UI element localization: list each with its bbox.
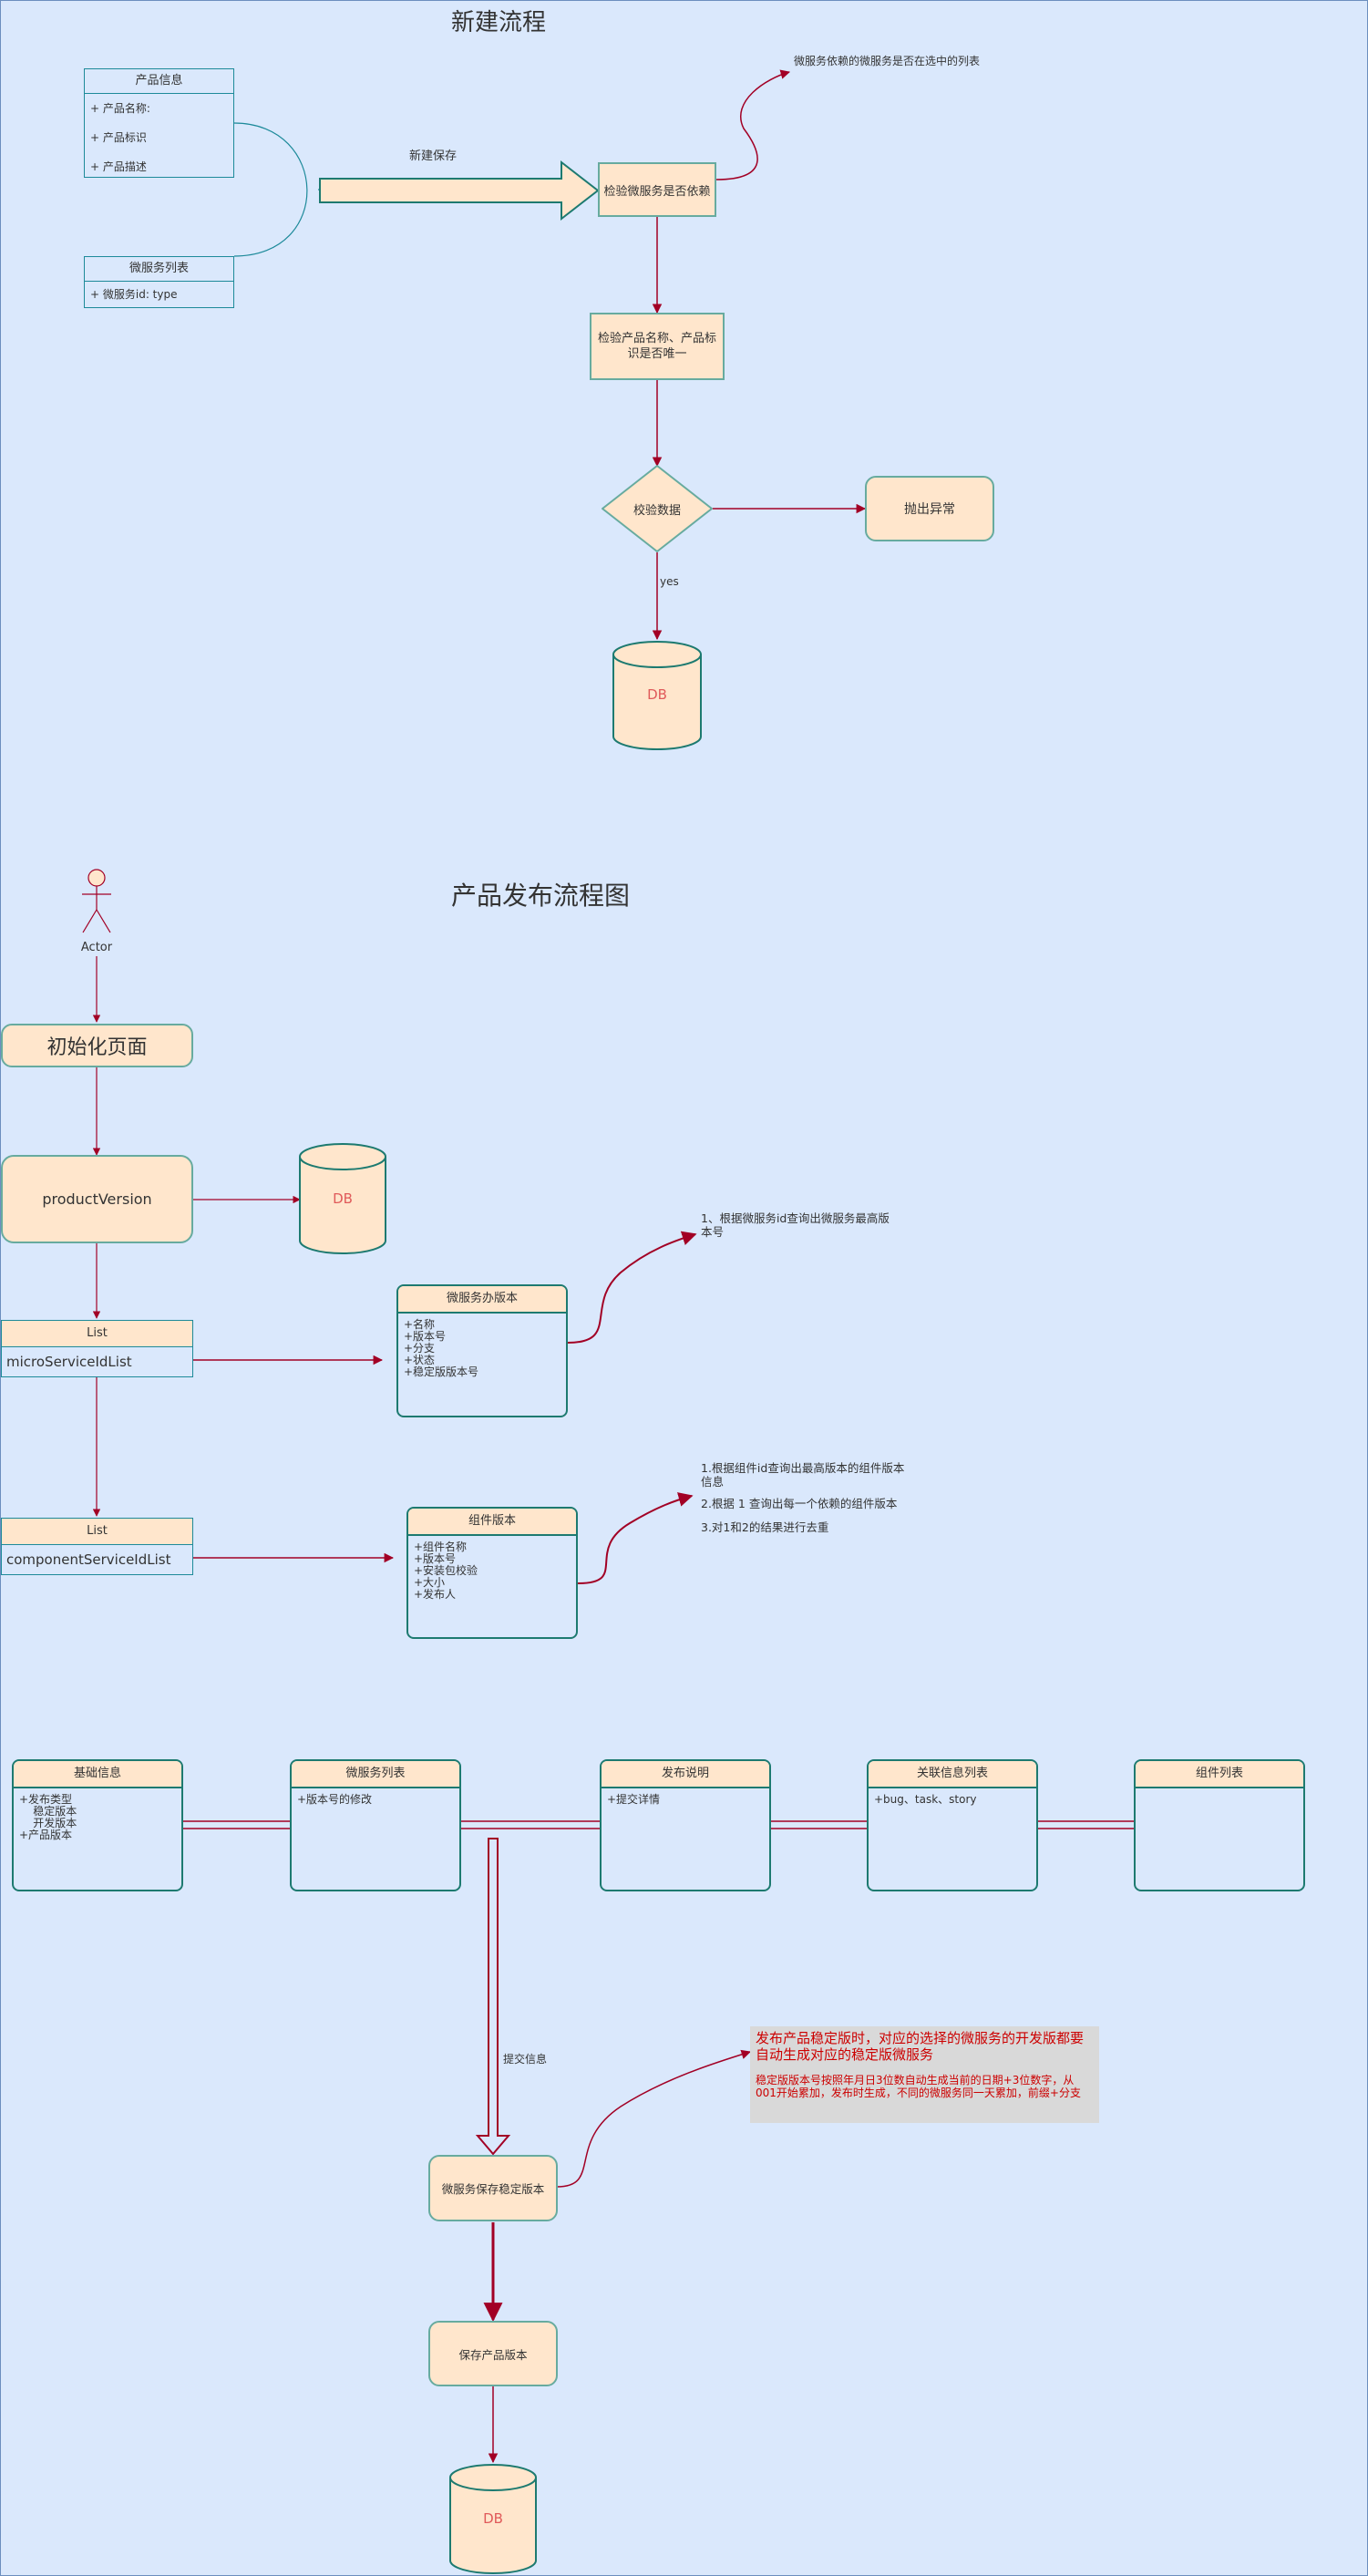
tab-body: +版本号的修改 <box>297 1793 373 1806</box>
ms-version-card: 微服务办版本 +名称 +版本号 +分支 +状态 +稳定版版本号 <box>396 1284 568 1417</box>
stable-release-callout: 发布产品稳定版时，对应的选择的微服务的开发版都要自动生成对应的稳定版微服务 稳定… <box>750 2026 1099 2123</box>
microservice-list-header: 微服务列表 <box>85 257 233 282</box>
brace-connector <box>233 122 320 257</box>
ms-id-list: List microServiceIdList <box>1 1320 193 1377</box>
submit-label: 提交信息 <box>503 2053 548 2066</box>
product-info-header: 产品信息 <box>85 69 233 94</box>
ms-note-arrow <box>567 1231 697 1344</box>
product-version-node: productVersion <box>1 1155 193 1243</box>
product-info-class: 产品信息 + 产品名称: + 产品标识 + 产品描述 <box>84 68 234 178</box>
ms-id-list-field: microServiceIdList <box>6 1354 132 1370</box>
tab-body: +bug、task、story <box>874 1793 977 1806</box>
microservice-list-field: + 微服务id: type <box>90 288 178 301</box>
tab-links <box>182 1820 1134 1829</box>
database-cylinder-version <box>299 1143 386 1254</box>
publish-flow-title: 产品发布流程图 <box>451 881 631 911</box>
tab-basic-info: 基础信息 +发布类型 稳定版本 开发版本 +产品版本 <box>12 1759 183 1891</box>
throw-error-node: 抛出异常 <box>865 476 994 541</box>
comp-id-list-header: List <box>2 1519 192 1545</box>
actor-label: Actor <box>80 941 113 954</box>
tab-body: +发布类型 稳定版本 开发版本 +产品版本 <box>19 1793 77 1841</box>
db-label: DB <box>647 686 667 703</box>
ms-version-note: 1、根据微服务id查询出微服务最高版本号 <box>701 1211 890 1239</box>
microservice-list-class: 微服务列表 + 微服务id: type <box>84 256 234 308</box>
callout-title: 发布产品稳定版时，对应的选择的微服务的开发版都要自动生成对应的稳定版微服务 <box>756 2030 1085 2063</box>
create-flow-title: 新建流程 <box>451 9 547 36</box>
check-dependency-node: 检验微服务是否依赖 <box>598 162 716 217</box>
tab-header: 关联信息列表 <box>869 1761 1036 1788</box>
tab-header: 发布说明 <box>602 1761 769 1788</box>
ms-id-list-header: List <box>2 1321 192 1347</box>
dependency-note-arrow <box>715 69 791 180</box>
save-block-arrow <box>319 160 600 222</box>
tab-header: 组件列表 <box>1136 1761 1303 1788</box>
validate-label: 校验数据 <box>633 504 681 518</box>
tab-body: +提交详情 <box>607 1793 661 1806</box>
tab-header: 微服务列表 <box>292 1761 459 1788</box>
tab-component-list: 组件列表 <box>1134 1759 1305 1891</box>
validate-diamond <box>602 465 713 552</box>
comp-note-3: 3.对1和2的结果进行去重 <box>701 1520 829 1534</box>
actor-figure <box>82 869 111 933</box>
ms-version-card-header: 微服务办版本 <box>398 1286 566 1314</box>
tab-release-notes: 发布说明 +提交详情 <box>600 1759 771 1891</box>
comp-note-arrow <box>577 1492 694 1584</box>
comp-note-1: 1.根据组件id查询出最高版本的组件版本信息 <box>701 1461 905 1489</box>
yes-label: yes <box>660 575 679 588</box>
database-cylinder-release <box>449 2464 537 2574</box>
comp-note-2: 2.根据 1 查询出每一个依赖的组件版本 <box>701 1497 898 1510</box>
dependency-note: 微服务依赖的微服务是否在选中的列表 <box>794 55 981 67</box>
ms-version-card-body: +名称 +版本号 +分支 +状态 +稳定版版本号 <box>404 1318 479 1378</box>
tab-body <box>1136 1788 1303 1794</box>
comp-id-list: List componentServiceIdList <box>1 1518 193 1575</box>
save-product-node: 保存产品版本 <box>428 2321 558 2386</box>
db-label: DB <box>333 1190 353 1207</box>
product-info-field: + 产品描述 <box>90 160 147 173</box>
callout-body: 稳定版版本号按照年月日3位数自动生成当前的日期+3位数字，从001开始累加，发布… <box>756 2074 1081 2099</box>
callout-arrow <box>556 2049 752 2188</box>
comp-version-card: 组件版本 +组件名称 +版本号 +安装包校验 +大小 +发布人 <box>406 1507 578 1639</box>
db-label: DB <box>483 2510 503 2527</box>
check-unique-node: 检验产品名称、产品标识是否唯一 <box>590 313 725 380</box>
init-page-node: 初始化页面 <box>1 1024 193 1067</box>
comp-id-list-field: componentServiceIdList <box>6 1551 171 1568</box>
product-info-field: + 产品名称: <box>90 102 150 115</box>
database-cylinder-create <box>612 641 702 750</box>
save-label: 新建保存 <box>409 149 458 163</box>
tab-related-info: 关联信息列表 +bug、task、story <box>867 1759 1038 1891</box>
comp-version-card-body: +组件名称 +版本号 +安装包校验 +大小 +发布人 <box>414 1540 478 1601</box>
save-stable-node: 微服务保存稳定版本 <box>428 2155 558 2221</box>
tab-microservice-list: 微服务列表 +版本号的修改 <box>290 1759 461 1891</box>
tab-header: 基础信息 <box>14 1761 181 1788</box>
product-info-field: + 产品标识 <box>90 131 147 144</box>
submit-hollow-arrow <box>475 1838 511 2156</box>
comp-version-card-header: 组件版本 <box>408 1509 576 1536</box>
